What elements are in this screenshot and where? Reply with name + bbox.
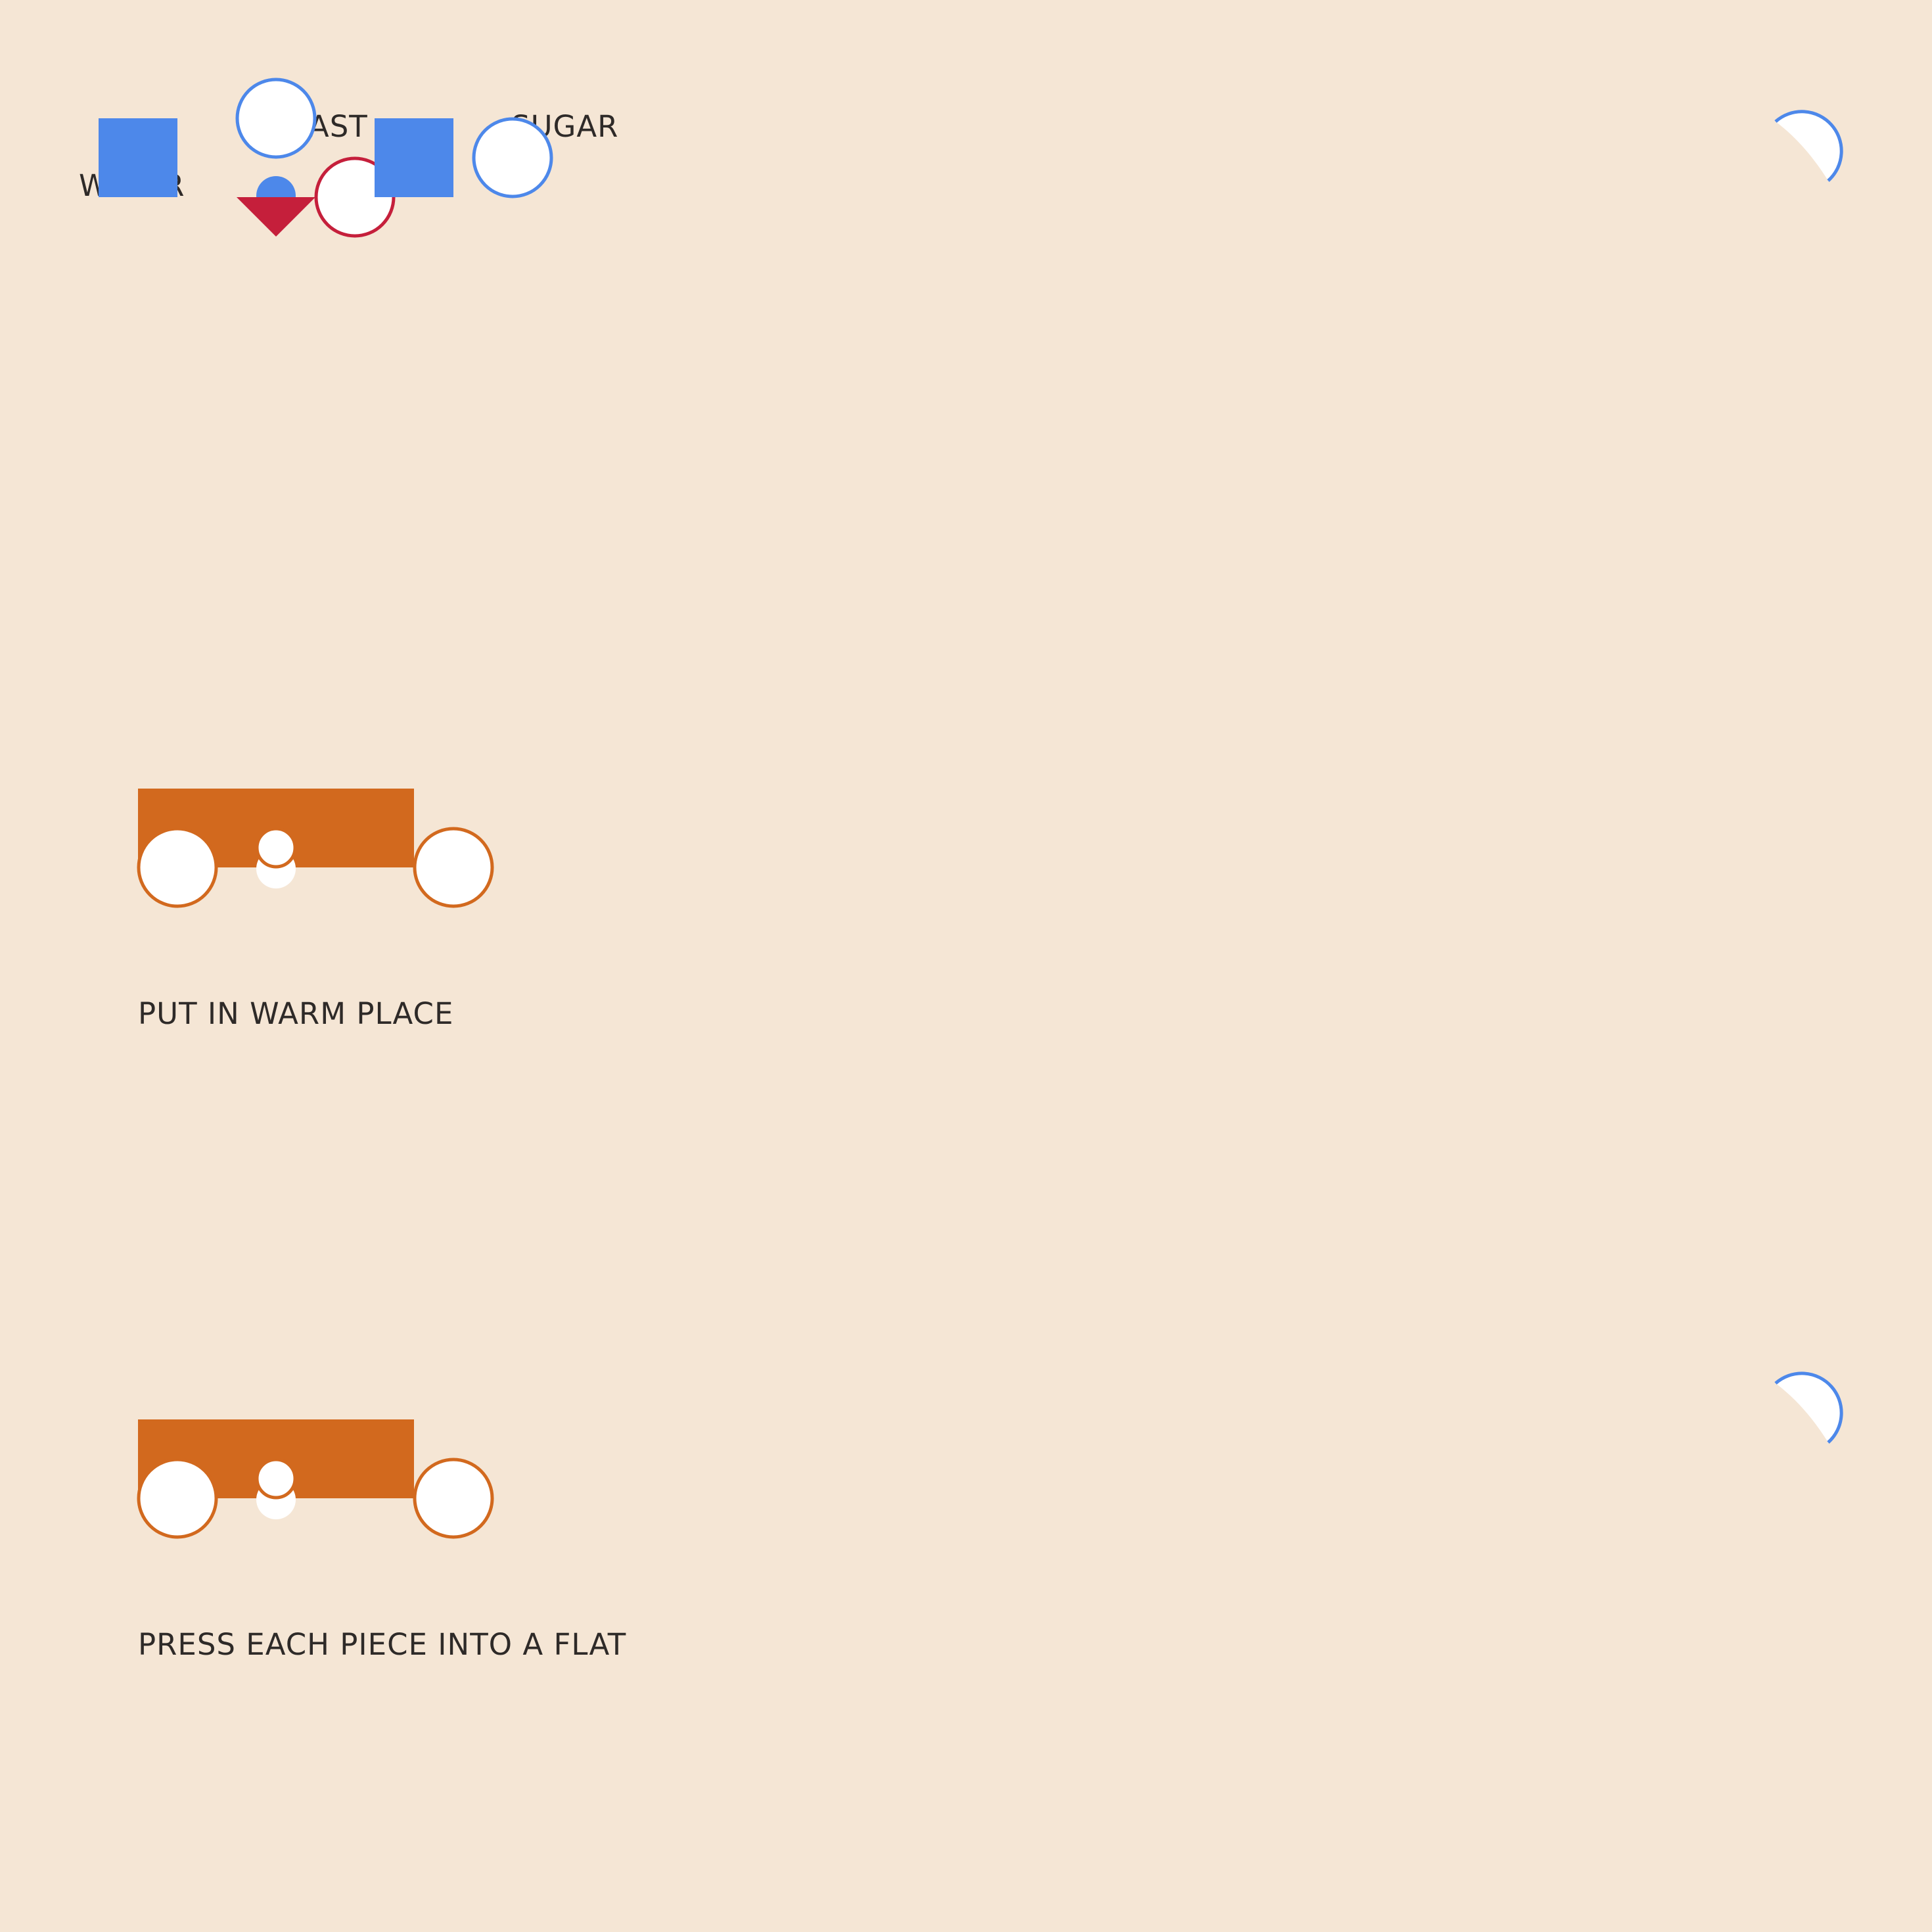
- tray-left-wheel: [137, 1458, 218, 1539]
- baking-tray-icon[interactable]: [137, 789, 494, 908]
- step-2: PRESS EACH PIECE INTO A FLAT: [137, 1371, 1843, 1662]
- timer-icon[interactable]: [1774, 110, 1843, 182]
- step-1: PUT IN WARM PLACE: [137, 789, 494, 1031]
- tray-left-wheel: [137, 827, 218, 908]
- ingredients-row: WATER YEAST SUGAR: [79, 78, 618, 238]
- step-2-instruction: PRESS EACH PIECE INTO A FLAT: [138, 1627, 626, 1662]
- yeast-ingredient[interactable]: YEAST: [235, 78, 396, 238]
- sugar-ingredient[interactable]: SUGAR: [375, 109, 618, 198]
- tray-right-wheel: [413, 1458, 494, 1539]
- dough-ball-upper: [255, 827, 297, 869]
- baking-tray-icon[interactable]: [137, 1419, 494, 1539]
- timer-icon[interactable]: [1774, 1371, 1843, 1444]
- sugar-bubble-icon[interactable]: [472, 117, 553, 198]
- dough-ball-upper: [255, 1458, 297, 1500]
- yeast-bubble-icon[interactable]: [235, 78, 317, 159]
- tray-right-wheel: [413, 827, 494, 908]
- sugar-square-icon[interactable]: [375, 118, 453, 197]
- yeast-drop-icon[interactable]: [237, 197, 315, 237]
- step-1-instruction: PUT IN WARM PLACE: [138, 996, 453, 1031]
- water-square-icon[interactable]: [99, 118, 177, 197]
- water-ingredient[interactable]: WATER: [79, 118, 185, 203]
